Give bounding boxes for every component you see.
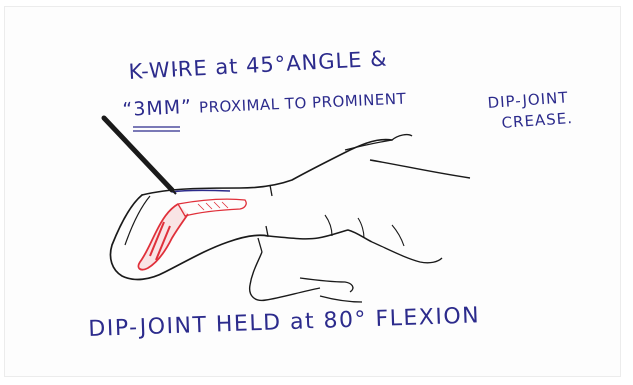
- hand-dorsal-line-2: [345, 140, 392, 150]
- kwire-tract: [172, 190, 230, 192]
- distance-value: “3MM”: [122, 96, 192, 121]
- joint-mark-2: [266, 226, 268, 236]
- bone-hatch-3: [214, 202, 220, 208]
- middle-phalanx-bone: [178, 199, 246, 216]
- finger-dorsal-knuckle: [392, 135, 412, 140]
- lower-finger-outline: [250, 252, 320, 300]
- lower-finger-3: [320, 296, 362, 302]
- palm-crease-4: [325, 215, 332, 236]
- joint-mark-1: [258, 238, 262, 252]
- bone-hatch-4: [222, 202, 228, 208]
- lower-finger-2: [300, 278, 353, 292]
- dip-crease-tick: [270, 185, 272, 196]
- nail-line: [125, 196, 150, 245]
- finger-volar-outline: [268, 230, 372, 242]
- bone-hatch-2: [206, 203, 212, 209]
- bone-hatch-1: [198, 204, 204, 210]
- palm-crease-2: [392, 225, 404, 246]
- distal-phalanx-bone: [138, 204, 188, 270]
- hand-dorsal-line: [370, 160, 470, 178]
- palm-crease-1: [372, 242, 442, 263]
- k-wire: [104, 118, 172, 190]
